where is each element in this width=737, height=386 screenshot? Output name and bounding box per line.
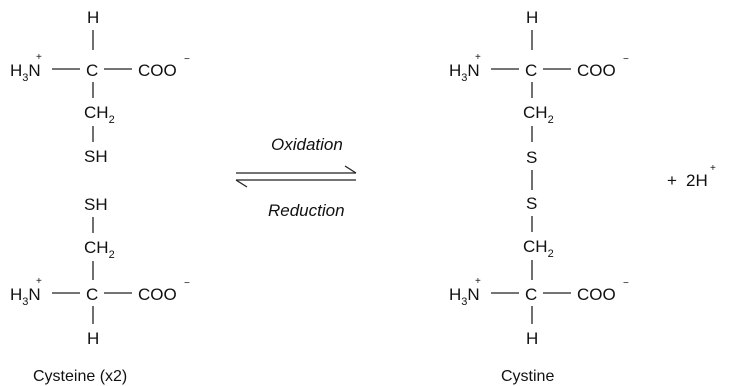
sulfur-atom: S	[526, 194, 537, 213]
proton-count: 2H	[686, 171, 708, 190]
atom-h-top: H	[526, 8, 538, 27]
charge-minus: −	[184, 54, 190, 65]
charge-plus: +	[475, 276, 481, 287]
cysteine-top: H H3N + C COO − CH2 SH	[10, 8, 190, 166]
thiol-group: SH	[84, 195, 108, 214]
atom-h-bottom: H	[87, 329, 99, 348]
label-cystine: Cystine	[501, 368, 554, 385]
methylene: CH2	[523, 103, 554, 126]
methylene: CH2	[523, 237, 554, 260]
arrow-forward-head	[344, 165, 357, 174]
label-oxidation: Oxidation	[271, 135, 343, 154]
methylene: CH2	[84, 238, 115, 261]
equilibrium-arrows: Oxidation Reduction	[235, 135, 357, 220]
byproduct-protons: + 2H +	[667, 163, 716, 190]
carboxylate: COO	[577, 285, 616, 304]
atom-c-alpha: C	[86, 285, 98, 304]
charge-minus: −	[184, 278, 190, 289]
carboxylate: COO	[138, 61, 177, 80]
cystine: H H3N + C COO − CH2 S S CH2 H3N + C COO …	[449, 8, 629, 348]
thiol-group: SH	[84, 147, 108, 166]
charge-minus: −	[623, 278, 629, 289]
atom-h-bottom: H	[526, 329, 538, 348]
carboxylate: COO	[138, 285, 177, 304]
label-reduction: Reduction	[268, 201, 345, 220]
charge-plus: +	[475, 52, 481, 63]
amino-group: H3N	[10, 61, 41, 84]
carboxylate: COO	[577, 61, 616, 80]
atom-h-top: H	[87, 8, 99, 27]
proton-charge: +	[710, 163, 716, 174]
charge-plus: +	[36, 52, 42, 63]
amino-group: H3N	[449, 285, 480, 308]
plus-sign: +	[667, 171, 677, 190]
sulfur-atom: S	[526, 148, 537, 167]
atom-c-alpha: C	[525, 285, 537, 304]
charge-plus: +	[36, 276, 42, 287]
charge-minus: −	[623, 54, 629, 65]
label-cysteine: Cysteine (x2)	[33, 368, 127, 385]
amino-group: H3N	[449, 61, 480, 84]
atom-c-alpha: C	[86, 61, 98, 80]
cysteine-bottom: SH CH2 H3N + C COO − H	[10, 195, 190, 348]
atom-c-alpha: C	[525, 61, 537, 80]
methylene: CH2	[84, 103, 115, 126]
amino-group: H3N	[10, 285, 41, 308]
arrow-reverse-head	[235, 179, 248, 188]
